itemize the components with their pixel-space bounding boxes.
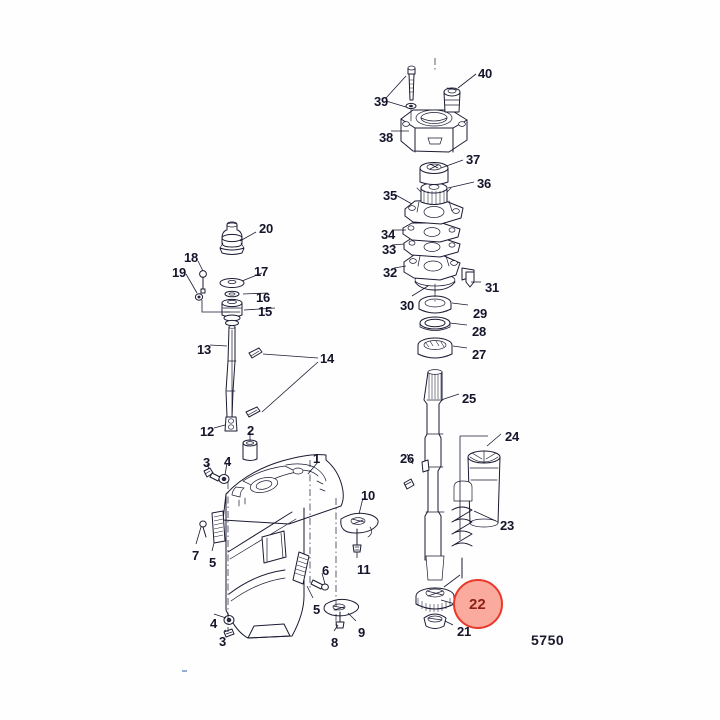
callout-number-34[interactable]: 34 <box>381 227 396 242</box>
part-38-pump-housing <box>400 109 468 153</box>
callout-number-15[interactable]: 15 <box>258 304 273 319</box>
part-23-spring <box>451 480 473 579</box>
part-11-screw <box>352 528 362 553</box>
drawing-number: 5750 <box>531 632 565 648</box>
callout-number-26[interactable]: 26 <box>400 451 415 466</box>
callout-number-8[interactable]: 8 <box>331 635 339 650</box>
part-2-bushing <box>242 439 258 461</box>
part-3-screw-upper <box>203 467 221 482</box>
part-15-seal-carrier <box>221 298 243 327</box>
part-28-seal-ring <box>419 316 451 331</box>
callout-number-10[interactable]: 10 <box>361 488 376 503</box>
callout-number-33[interactable]: 33 <box>382 242 397 257</box>
part-8-screw <box>335 611 345 629</box>
part-14-screws <box>245 347 263 418</box>
callout-number-30[interactable]: 30 <box>400 298 415 313</box>
callout-number-29[interactable]: 29 <box>473 306 488 321</box>
part-40-water-tube-fitting <box>443 87 461 113</box>
callout-number-2[interactable]: 2 <box>247 423 255 438</box>
leader-lines-shift-group <box>185 231 319 429</box>
part-3-screw-lower <box>223 628 235 638</box>
part-39-screws <box>405 65 417 122</box>
callout-number-37[interactable]: 37 <box>466 152 481 167</box>
part-13-shift-shaft <box>225 325 237 418</box>
part-25-driveshaft <box>423 369 445 581</box>
part-37-pump-insert <box>419 162 449 185</box>
callout-number-38[interactable]: 38 <box>379 130 394 145</box>
callout-number-11[interactable]: 11 <box>357 562 371 577</box>
part-22-pinion-gear <box>415 587 455 612</box>
callout-number-4a[interactable]: 4 <box>224 454 232 469</box>
callout-number-21[interactable]: 21 <box>457 624 472 639</box>
callout-number-14[interactable]: 14 <box>320 351 335 366</box>
part-9-anode-plate <box>323 598 360 617</box>
part-5-anode-upper <box>211 510 226 544</box>
callout-number-27[interactable]: 27 <box>472 347 487 362</box>
part-27-bearing <box>417 337 453 359</box>
callout-number-3b[interactable]: 3 <box>219 634 227 649</box>
part-19-clip <box>194 293 204 301</box>
callout-number-9[interactable]: 9 <box>358 625 366 640</box>
callout-number-13[interactable]: 13 <box>197 342 212 357</box>
callout-number-5b[interactable]: 5 <box>313 602 321 617</box>
callout-number-5a[interactable]: 5 <box>209 555 217 570</box>
center-lines <box>227 460 337 632</box>
callout-number-1[interactable]: 1 <box>313 451 321 466</box>
part-31-locating-pin <box>465 271 475 288</box>
part-4-washer-lower <box>223 615 235 625</box>
callout-number-23[interactable]: 23 <box>500 518 515 533</box>
callout-number-17[interactable]: 17 <box>254 264 269 279</box>
part-21-pinion-nut <box>423 613 447 629</box>
part-17-washer <box>219 278 245 288</box>
part-35-pump-body-plate <box>404 199 464 225</box>
part-34-face-plate <box>402 222 461 243</box>
callout-number-3a[interactable]: 3 <box>203 455 211 470</box>
callout-number-25[interactable]: 25 <box>462 391 477 406</box>
part-26-key <box>403 459 430 490</box>
leader-lines-housing <box>195 432 364 632</box>
part-5-anode-lower <box>292 551 310 585</box>
callout-number-16[interactable]: 16 <box>256 290 271 305</box>
highlight-circle-part-22[interactable] <box>453 579 503 629</box>
callout-number-19[interactable]: 19 <box>172 265 187 280</box>
part-36-impeller <box>416 182 452 205</box>
callout-number-28[interactable]: 28 <box>472 324 487 339</box>
callout-number-7[interactable]: 7 <box>192 548 200 563</box>
callout-number-36[interactable]: 36 <box>477 176 492 191</box>
callout-number-24[interactable]: 24 <box>505 429 520 444</box>
part-7-screw <box>199 520 207 538</box>
callout-number-20[interactable]: 20 <box>259 221 274 236</box>
part-16-o-ring <box>224 290 240 298</box>
callout-number-12[interactable]: 12 <box>200 424 215 439</box>
leader-lines-right <box>385 73 502 626</box>
part-29-oil-seal <box>418 295 452 314</box>
callout-number-6[interactable]: 6 <box>322 563 330 578</box>
callout-number-32[interactable]: 32 <box>383 265 398 280</box>
part-12-shift-rod-connector <box>224 416 238 432</box>
callout-number-31[interactable]: 31 <box>485 280 500 295</box>
part-10-trim-tab <box>340 512 379 538</box>
callout-number-4b[interactable]: 4 <box>210 616 218 631</box>
part-18-retainer-pin <box>199 270 207 294</box>
part-24-water-tube-guide <box>467 450 501 528</box>
part-6-bolt <box>310 579 329 591</box>
highlight-label: 22 <box>469 596 486 613</box>
callout-number-39[interactable]: 39 <box>374 94 389 109</box>
part-32-pump-base-plate <box>403 254 475 283</box>
part-20-shift-shaft-bushing <box>219 221 245 255</box>
scan-artifact <box>182 670 187 672</box>
part-4-washer-upper <box>218 474 230 484</box>
callout-number-40[interactable]: 40 <box>478 66 493 81</box>
callout-number-35[interactable]: 35 <box>383 188 398 203</box>
part-33-gasket <box>403 237 461 258</box>
callout-number-18[interactable]: 18 <box>184 250 199 265</box>
